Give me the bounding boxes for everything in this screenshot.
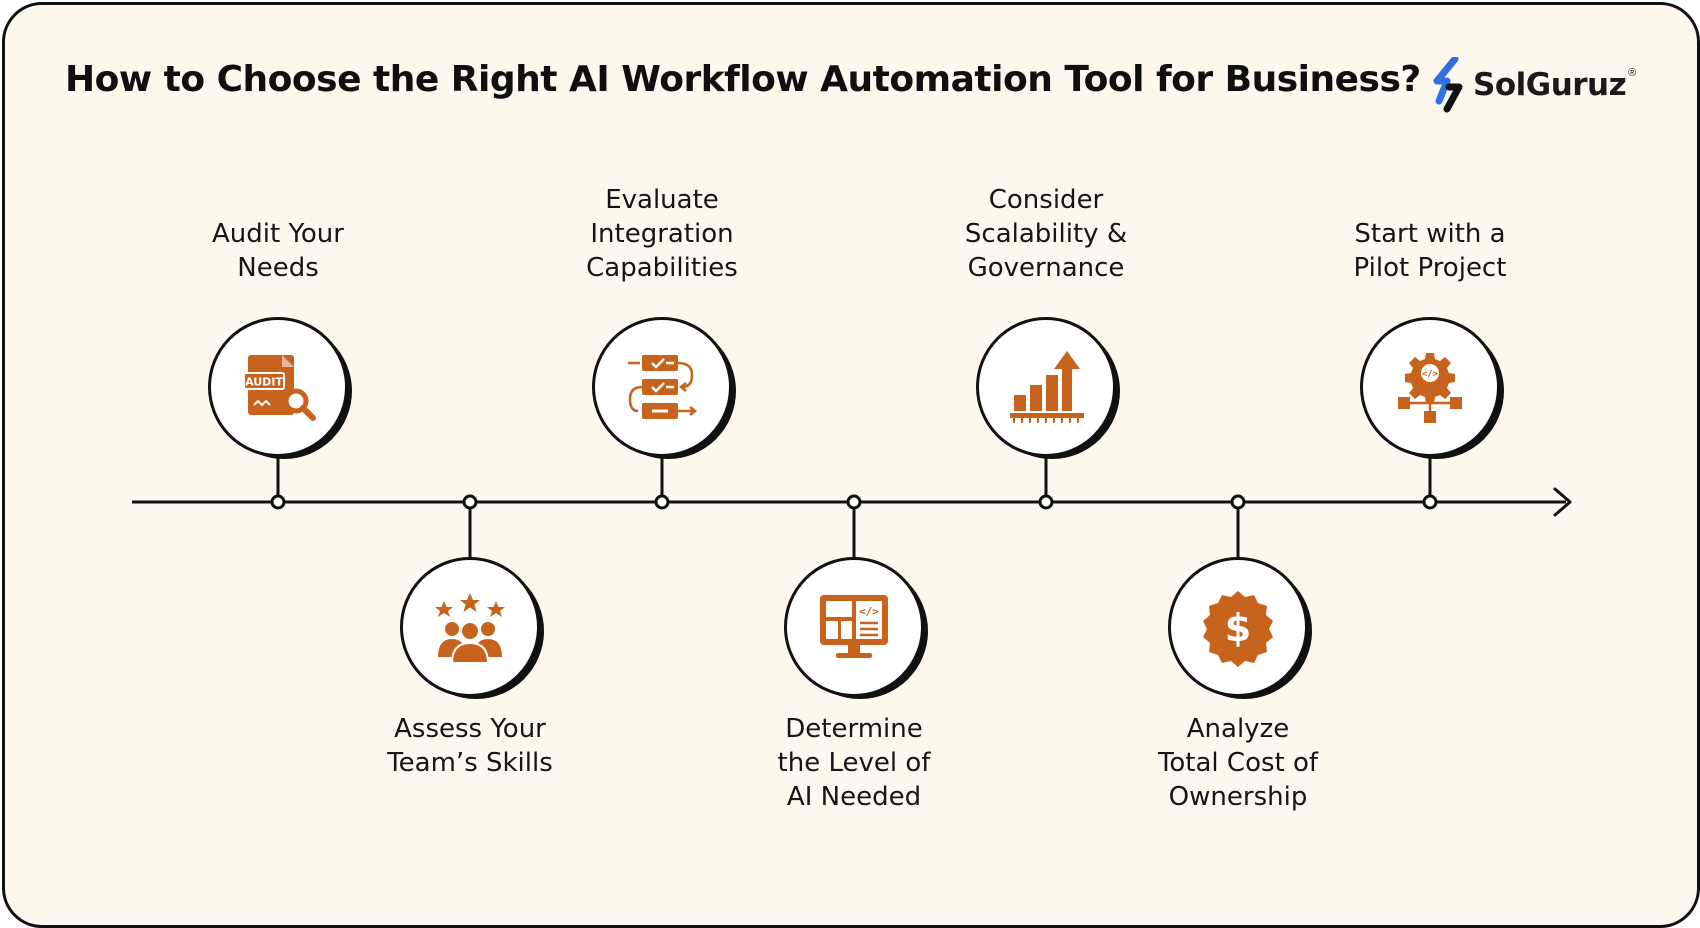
step-label: Evaluate Integration Capabilities	[586, 185, 738, 283]
timeline-node	[462, 494, 478, 510]
dollar-badge-icon: $	[1203, 591, 1273, 667]
page-title: How to Choose the Right AI Workflow Auto…	[65, 59, 1421, 100]
step-label: Assess Your Team’s Skills	[387, 714, 553, 778]
step-disc: </>	[784, 557, 928, 699]
step-disc	[976, 317, 1120, 459]
timeline-node	[1038, 494, 1054, 510]
step-disc: </>	[1360, 317, 1504, 459]
step-label: Consider Scalability & Governance	[964, 185, 1128, 283]
step-label: Analyze Total Cost of Ownership	[1157, 714, 1319, 812]
step-disc: AUDIT	[208, 317, 352, 459]
registered-mark: ®	[1628, 67, 1637, 79]
timeline-connectors	[270, 451, 1438, 557]
step-disc	[400, 557, 544, 699]
audit-document-icon: AUDIT	[243, 355, 316, 421]
timeline-arrowhead	[1553, 487, 1572, 517]
timeline-node	[654, 494, 670, 510]
team-stars-icon	[435, 593, 505, 664]
solguruz-logo: SolGuruz ®	[1429, 57, 1636, 113]
integration-flow-icon	[628, 355, 698, 419]
monitor-code-icon: </>	[820, 595, 888, 658]
step-label: Determine the Level of AI Needed	[777, 714, 931, 812]
step-disc	[592, 317, 736, 459]
svg-text:</>: </>	[859, 605, 879, 618]
svg-text:$: $	[1225, 606, 1251, 650]
svg-text:</>: </>	[1422, 370, 1439, 380]
gear-network-icon: </>	[1398, 353, 1462, 423]
brand-name: SolGuruz	[1473, 67, 1627, 103]
solguruz-logo-mark-icon	[1433, 57, 1463, 113]
step-disc: $	[1168, 557, 1312, 699]
step-label: Audit Your Needs	[212, 219, 344, 283]
timeline-node	[1422, 494, 1438, 510]
timeline-node	[1230, 494, 1246, 510]
growth-chart-icon	[1010, 351, 1084, 423]
timeline-node	[270, 494, 286, 510]
svg-text:AUDIT: AUDIT	[245, 376, 283, 389]
step-label: Start with a Pilot Project	[1353, 219, 1507, 283]
timeline-node	[846, 494, 862, 510]
